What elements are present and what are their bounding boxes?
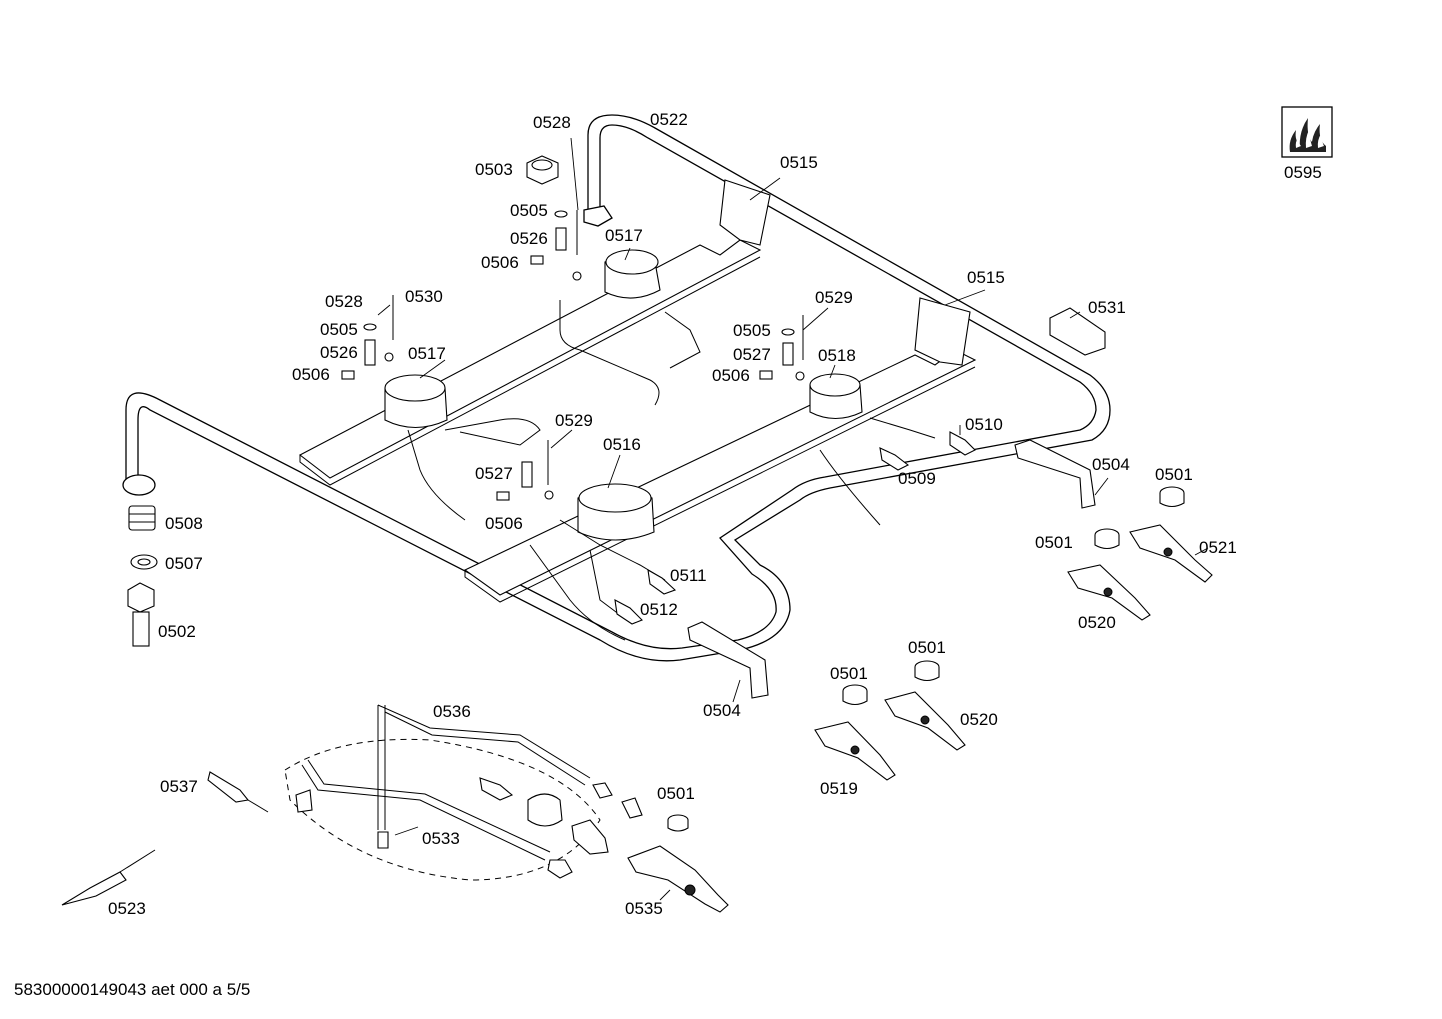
label-0595: 0595 [1284, 163, 1322, 182]
label-0528: 0528 [533, 113, 571, 132]
dashed-envelope [284, 738, 601, 881]
label-0503: 0503 [475, 160, 513, 179]
label-0512: 0512 [640, 600, 678, 619]
oven-pipe-0533 [301, 759, 551, 861]
washer-0507 [130, 554, 158, 570]
label-0506: 0506 [712, 366, 750, 385]
label-0501: 0501 [1155, 465, 1193, 484]
gas-pipe-main [122, 114, 1111, 662]
label-0520: 0520 [1078, 613, 1116, 632]
gas-tap-0520-front [884, 691, 966, 751]
label-0526: 0526 [510, 229, 548, 248]
injector-0509 [879, 447, 910, 471]
gas-tap-0520-right [1067, 564, 1151, 621]
electrode-set-left [341, 295, 394, 380]
label-0528: 0528 [325, 292, 363, 311]
injector-0511 [647, 568, 677, 595]
label-0507: 0507 [165, 554, 203, 573]
gas-flame-icon [1281, 106, 1333, 158]
ignition-module-0531 [1049, 307, 1106, 356]
document-footer: 58300000149043 aet 000 a 5/5 [14, 980, 251, 999]
bracket-0504-right [1014, 439, 1096, 509]
label-0522: 0522 [650, 110, 688, 129]
label-0527: 0527 [733, 345, 771, 364]
label-0516: 0516 [603, 435, 641, 454]
label-0505: 0505 [510, 201, 548, 220]
label-0521: 0521 [1199, 538, 1237, 557]
callouts: 0522 0528 0503 0515 0505 0526 0517 0506 … [108, 110, 1322, 918]
label-0537: 0537 [160, 777, 198, 796]
label-0515: 0515 [780, 153, 818, 172]
nut-0503 [526, 155, 559, 185]
label-0502: 0502 [158, 622, 196, 641]
label-0508: 0508 [165, 514, 203, 533]
bushing-0501-a [1159, 486, 1185, 508]
bracket-0515-rear [719, 179, 771, 246]
fitting-0508 [128, 505, 156, 531]
label-0517: 0517 [408, 344, 446, 363]
injector-0510 [949, 431, 976, 456]
label-0523: 0523 [108, 899, 146, 918]
label-0527: 0527 [475, 464, 513, 483]
electrode-set-right [759, 315, 805, 381]
label-0529: 0529 [815, 288, 853, 307]
label-0529: 0529 [555, 411, 593, 430]
label-0515: 0515 [967, 268, 1005, 287]
burner-0517-left [384, 374, 448, 428]
bracket-0504-front [687, 621, 769, 699]
bracket-0515-front [914, 297, 971, 366]
label-0506: 0506 [292, 365, 330, 384]
burner-0516 [577, 483, 655, 541]
burner-0518 [809, 373, 863, 420]
label-0505: 0505 [733, 321, 771, 340]
burner-0517-rear [604, 249, 661, 299]
label-0504: 0504 [1092, 455, 1130, 474]
label-0535: 0535 [625, 899, 663, 918]
thermocouple-0537 [207, 771, 269, 813]
connector-0502 [127, 582, 155, 647]
bushing-0501-b [1094, 528, 1120, 550]
gas-tap-0521 [1129, 524, 1213, 583]
gas-tap-0519 [814, 721, 896, 781]
label-0505: 0505 [320, 320, 358, 339]
label-0531: 0531 [1088, 298, 1126, 317]
label-0536: 0536 [433, 702, 471, 721]
label-0504: 0504 [703, 701, 741, 720]
bushing-0501-e [667, 814, 689, 832]
label-0517: 0517 [605, 226, 643, 245]
label-0530: 0530 [405, 287, 443, 306]
bushing-0501-c [914, 660, 940, 682]
label-0506: 0506 [485, 514, 523, 533]
oven-tap-0535 [627, 845, 729, 913]
oven-fittings [295, 777, 643, 879]
label-0501: 0501 [1035, 533, 1073, 552]
label-0506: 0506 [481, 253, 519, 272]
label-0510: 0510 [965, 415, 1003, 434]
label-0533: 0533 [422, 829, 460, 848]
injector-0512 [614, 599, 643, 625]
electrode-set-front [496, 440, 554, 501]
label-0511: 0511 [670, 566, 707, 585]
label-0501: 0501 [830, 664, 868, 683]
electrode-set-rear [530, 210, 582, 281]
oven-pipe-0536 [377, 704, 591, 830]
label-0518: 0518 [818, 346, 856, 365]
bushing-0501-d [842, 684, 868, 706]
leader-lines [377, 137, 1209, 901]
label-0519: 0519 [820, 779, 858, 798]
label-0501: 0501 [657, 784, 695, 803]
label-0526: 0526 [320, 343, 358, 362]
label-0509: 0509 [898, 469, 936, 488]
thermocouple-0523 [61, 849, 156, 906]
label-0501: 0501 [908, 638, 946, 657]
label-0520: 0520 [960, 710, 998, 729]
